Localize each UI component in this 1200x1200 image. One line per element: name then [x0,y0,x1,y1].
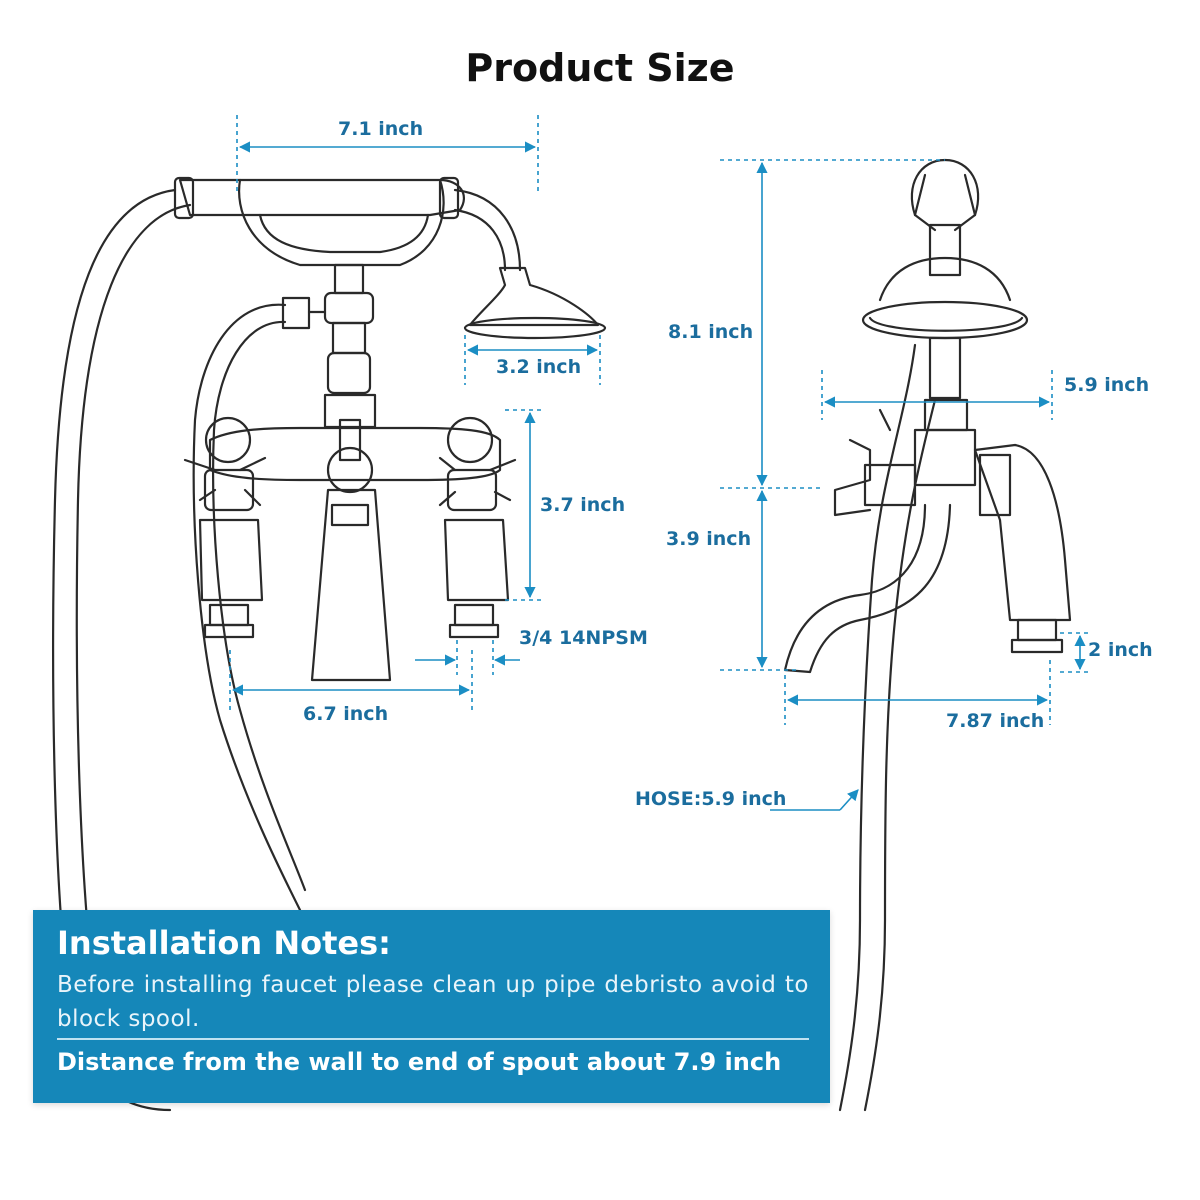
dimension-handset-width: 7.1 inch [338,118,424,140]
dimension-valve-spacing: 6.7 inch [303,703,389,725]
dimension-spout-reach: 7.87 inch [946,710,1045,732]
dimension-body-depth: 5.9 inch [1064,374,1150,396]
side-view-faucet [783,158,1072,1112]
dimension-shank-length: 2 inch [1088,639,1153,661]
dimension-lines [229,115,1090,811]
notes-divider [57,1038,809,1040]
dimension-top-height: 8.1 inch [668,321,754,343]
installation-notes-footer: Distance from the wall to end of spout a… [57,1048,782,1076]
dimension-hose-length: HOSE:5.9 inch [635,788,787,810]
dimension-valve-height: 3.7 inch [540,494,626,516]
dimension-thread-size: 3/4 14NPSM [519,627,648,649]
front-view-faucet [52,176,607,1112]
installation-notes-panel: Installation Notes: Before installing fa… [33,910,830,1103]
dimension-shower-head-width: 3.2 inch [496,356,582,378]
page-title: Product Size [465,46,735,90]
installation-notes-heading: Installation Notes: [57,924,391,962]
dimension-spout-height: 3.9 inch [666,528,752,550]
installation-notes-body: Before installing faucet please clean up… [57,972,809,1032]
